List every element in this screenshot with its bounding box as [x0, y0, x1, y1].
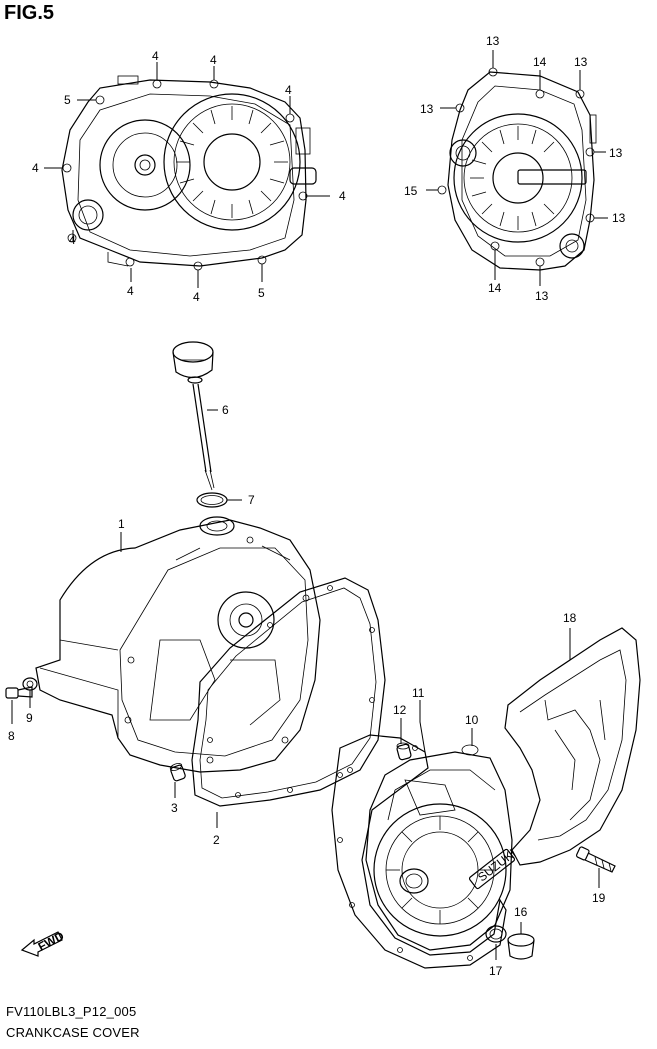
callout-13: 13	[574, 55, 588, 69]
callout-5: 5	[258, 286, 265, 300]
crankcase-cover-drawing	[35, 516, 321, 773]
callout-4: 4	[285, 83, 292, 97]
callout-4: 4	[69, 233, 76, 247]
callout-4: 4	[152, 49, 159, 63]
callout-4: 4	[32, 161, 39, 175]
diagram-caption: CRANKCASE COVER	[6, 1025, 140, 1040]
figure-title: FIG.5	[4, 2, 55, 24]
fwd-label: FWD	[36, 929, 67, 954]
callout-19: 19	[592, 891, 606, 905]
callout-3: 3	[171, 801, 178, 815]
fwd-arrow-icon: FWD	[20, 929, 67, 957]
callout-6: 6	[222, 403, 229, 417]
clutch-cover-drawing	[61, 75, 317, 271]
callout-9: 9	[26, 711, 33, 725]
washer-9-drawing	[22, 677, 38, 691]
magneto-gasket-drawing	[331, 734, 507, 969]
callout-15: 15	[404, 184, 418, 198]
plug-16-drawing	[507, 933, 535, 960]
sprocket-cover-drawing	[504, 627, 641, 866]
callout-16: 16	[514, 905, 528, 919]
callout-10: 10	[465, 713, 479, 727]
callout-17: 17	[489, 964, 503, 978]
magneto-cover-10-drawing	[365, 744, 513, 951]
callout-labels: 4 4 4 5 4 4 4 4 4 5 13 14 13 13 13 15 13…	[8, 34, 626, 978]
callout-14: 14	[533, 55, 547, 69]
callout-7: 7	[248, 493, 255, 507]
callout-4: 4	[210, 53, 217, 67]
crankcase-gasket-drawing	[191, 577, 386, 807]
callout-1: 1	[118, 517, 125, 531]
o-ring-drawing	[196, 492, 228, 508]
o-ring-17-drawing	[485, 925, 507, 943]
callout-13: 13	[535, 289, 549, 303]
callout-8: 8	[8, 729, 15, 743]
diagram-code: FV110LBL3_P12_005	[6, 1004, 137, 1019]
magneto-cover-drawing	[437, 67, 597, 271]
callout-2: 2	[213, 833, 220, 847]
bolt-19-drawing	[575, 846, 616, 873]
callout-14: 14	[488, 281, 502, 295]
dowel-pin-3-drawing	[169, 763, 186, 782]
callout-12: 12	[393, 703, 407, 717]
callout-4: 4	[339, 189, 346, 203]
callout-13: 13	[420, 102, 434, 116]
callout-5: 5	[64, 93, 71, 107]
oil-level-gauge-drawing	[172, 341, 215, 491]
callout-4: 4	[127, 284, 134, 298]
callout-13: 13	[612, 211, 626, 225]
bolt-8-drawing	[5, 686, 33, 699]
leader-lines	[11, 50, 608, 960]
dowel-pin-12-drawing	[396, 742, 412, 761]
callout-13: 13	[486, 34, 500, 48]
callout-18: 18	[563, 611, 577, 625]
suzuki-emblem-text: SUZUKI	[475, 846, 518, 884]
callout-4: 4	[193, 290, 200, 304]
callout-13: 13	[609, 146, 623, 160]
callout-11: 11	[412, 686, 425, 700]
